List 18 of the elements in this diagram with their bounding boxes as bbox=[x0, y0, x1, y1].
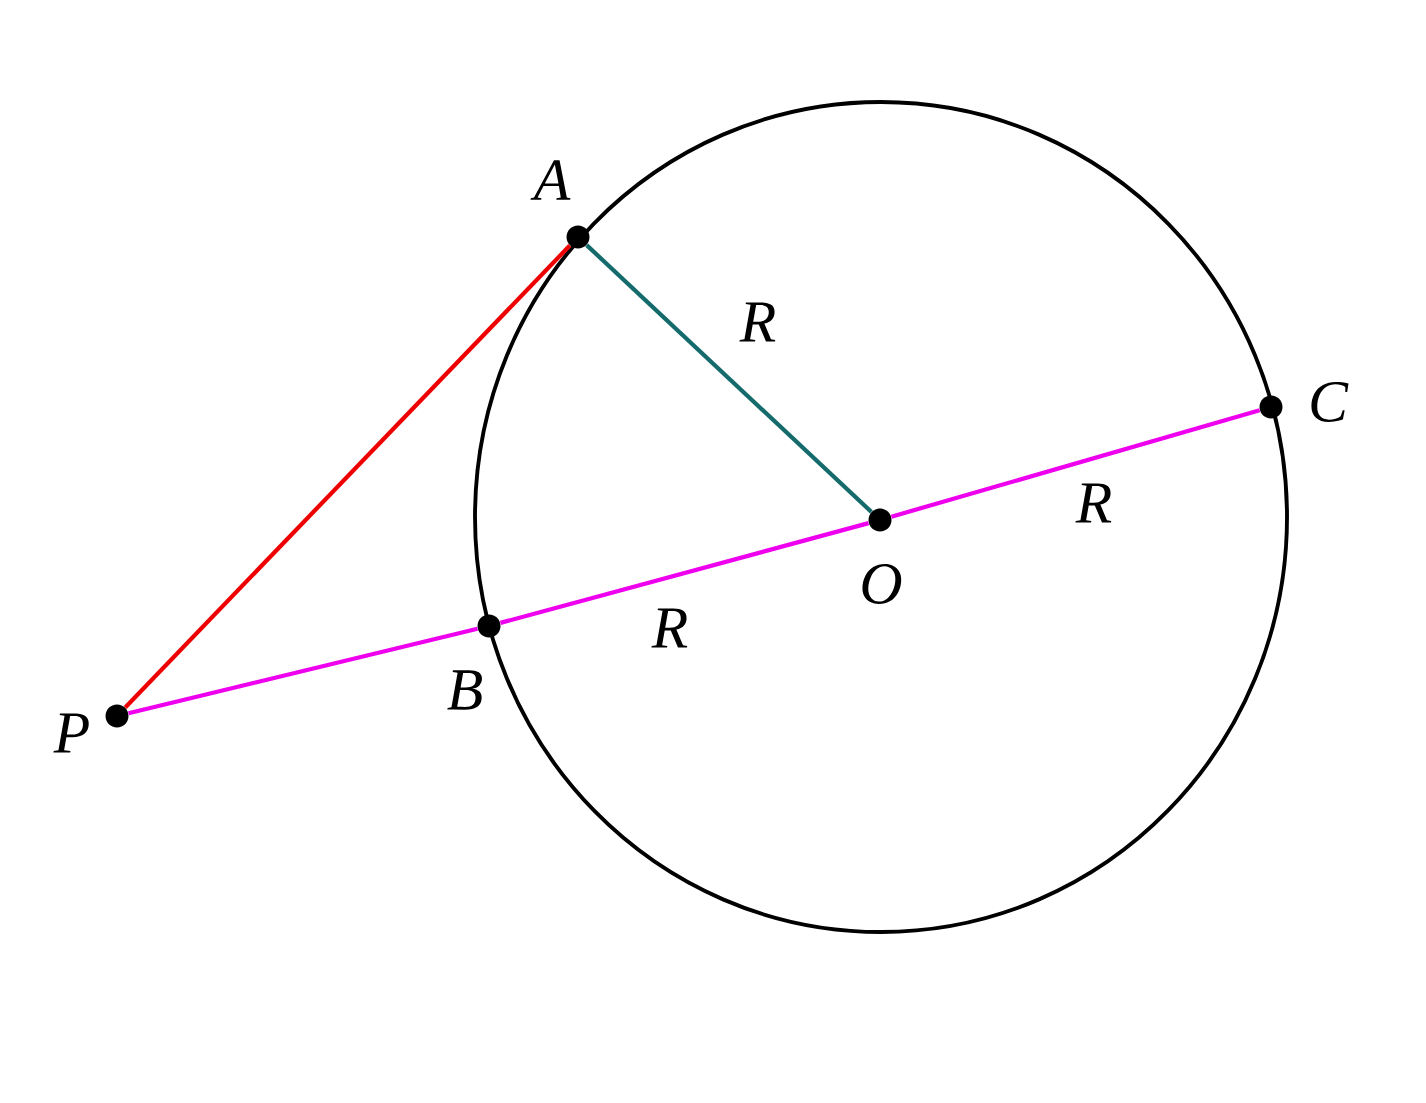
edge-label: R bbox=[1075, 483, 1112, 523]
point-dot bbox=[1259, 395, 1283, 419]
point-label: P bbox=[53, 713, 89, 753]
line-segment bbox=[585, 243, 873, 514]
edge-label: R bbox=[651, 608, 688, 648]
line-segment bbox=[499, 521, 870, 625]
line-segment bbox=[890, 408, 1261, 519]
line-segment bbox=[128, 626, 478, 716]
point-dot bbox=[868, 508, 892, 532]
point-label: O bbox=[862, 563, 902, 605]
point-dot bbox=[105, 704, 129, 728]
point-label: C bbox=[1311, 381, 1349, 423]
line-segment bbox=[123, 244, 572, 709]
point-label: B bbox=[447, 670, 482, 710]
edge-label: R bbox=[739, 302, 776, 342]
point-dot bbox=[566, 225, 590, 249]
point-dot bbox=[477, 614, 501, 638]
point-label: A bbox=[530, 160, 571, 200]
